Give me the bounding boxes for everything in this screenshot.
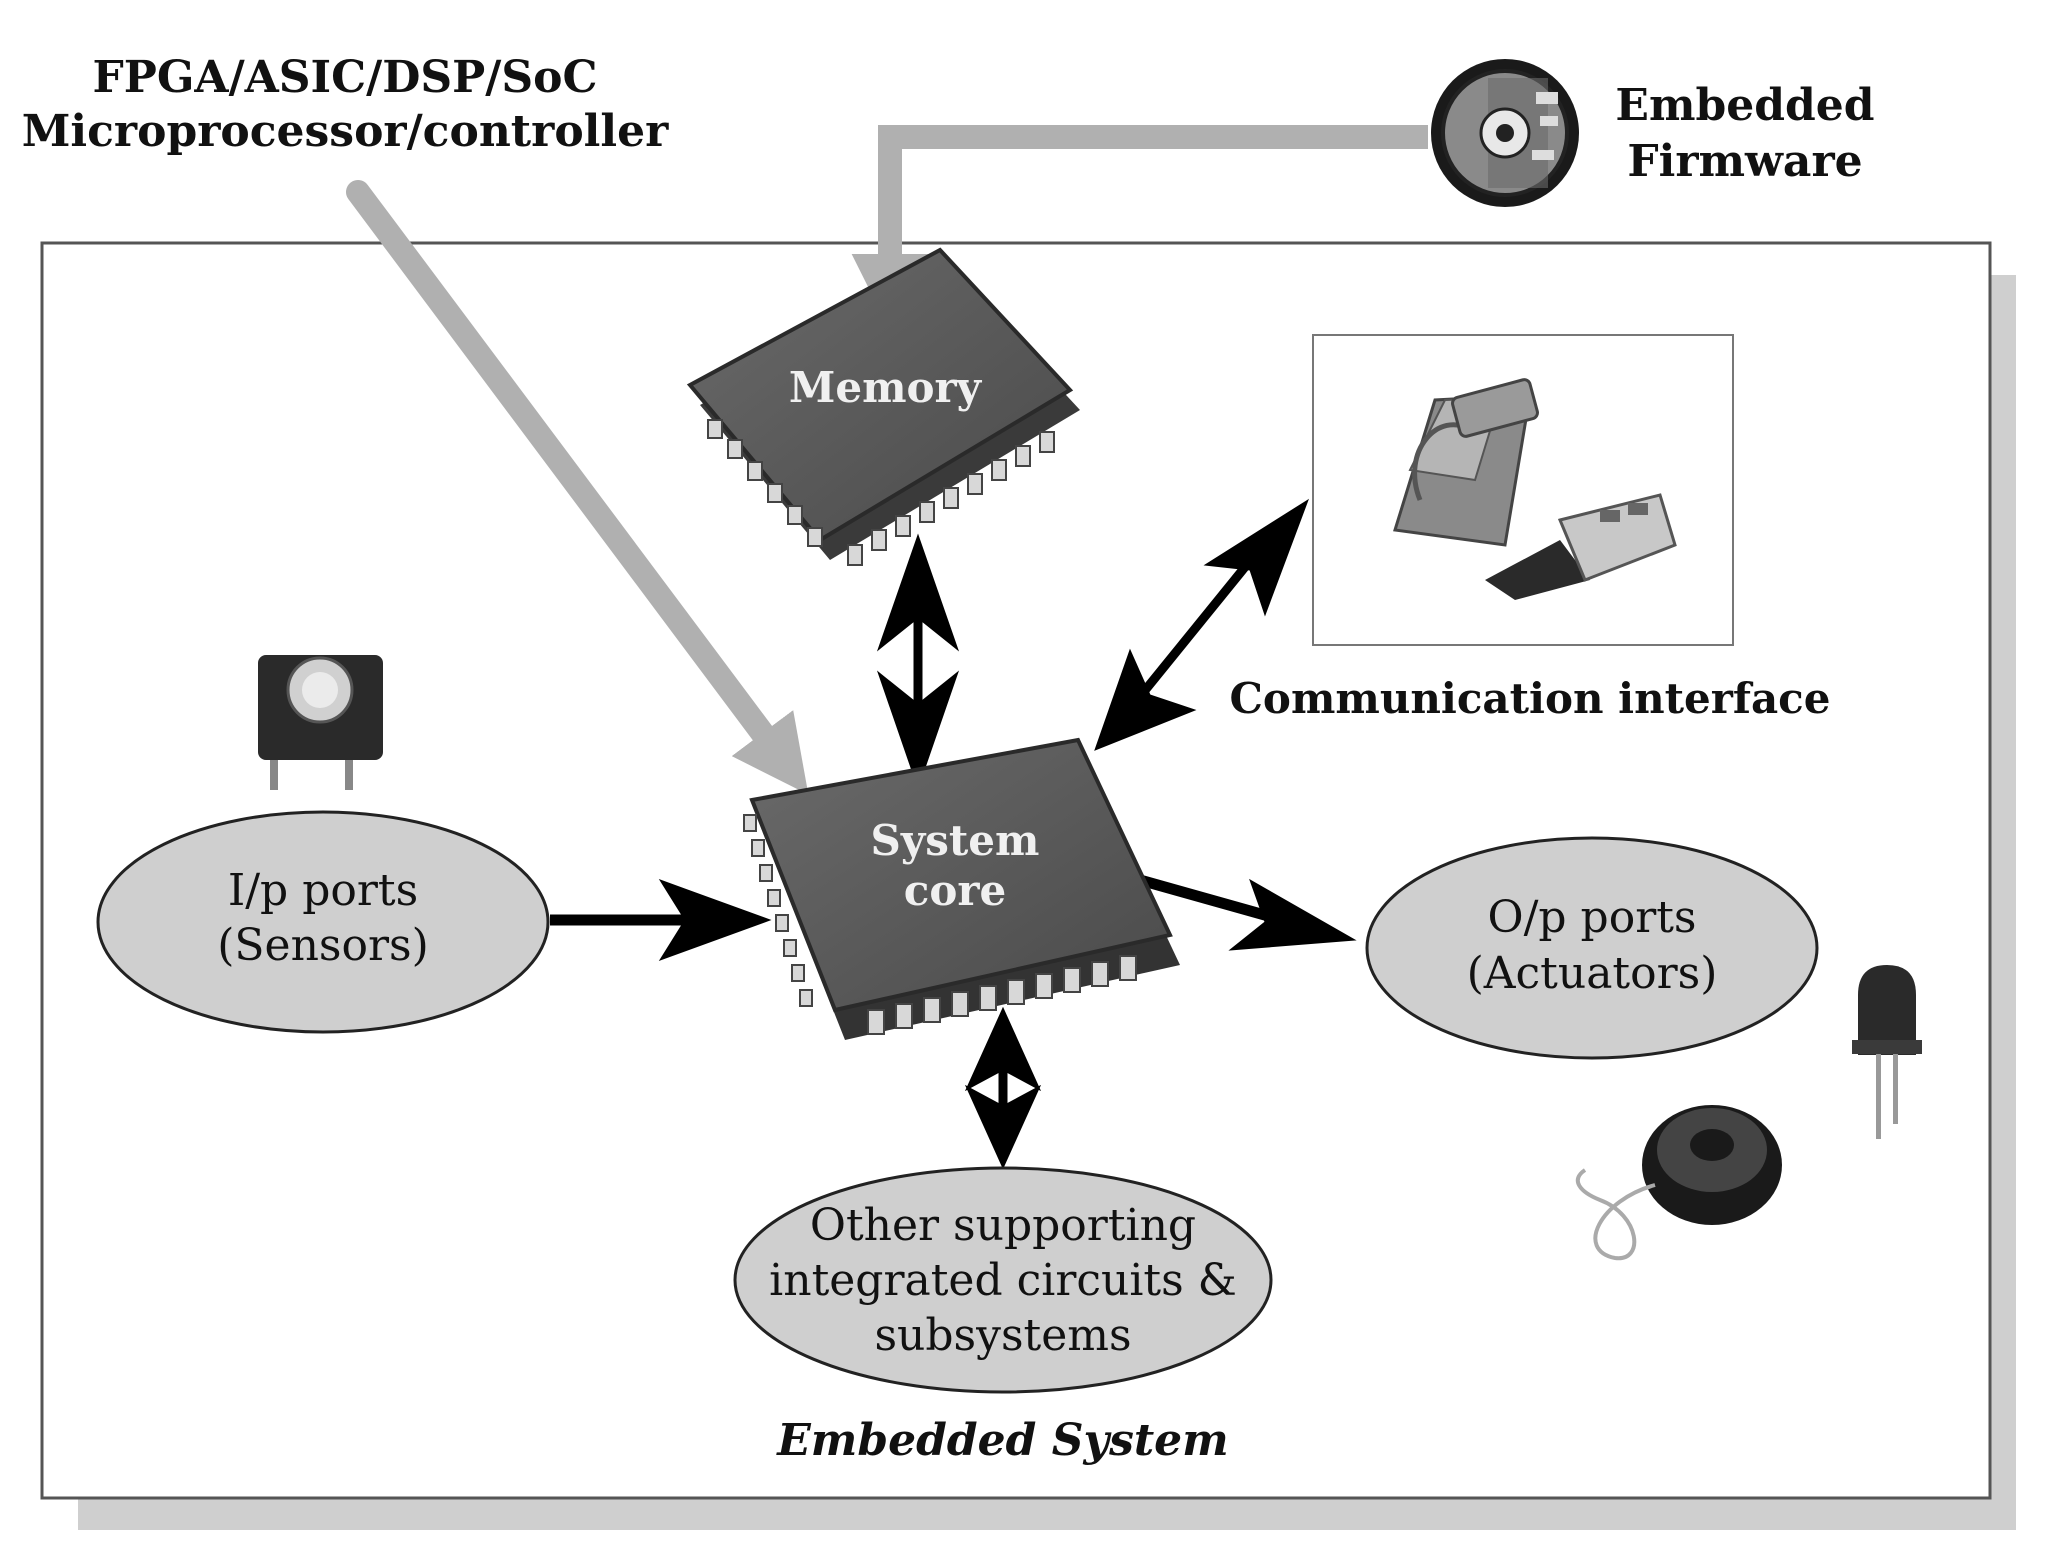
core-other-double-arrow: [964, 1006, 1042, 1170]
embedded-system-caption: Embedded System: [775, 1415, 1228, 1466]
memory-core-double-arrow: [876, 533, 960, 790]
firmware-label-line1: Embedded: [1615, 80, 1874, 131]
serial-connector-icon: [1393, 378, 1539, 547]
led-icon: [1852, 965, 1922, 1139]
system-core-label-line2: core: [904, 866, 1006, 915]
other-support-label-line2: integrated circuits &: [769, 1255, 1237, 1306]
memory-chip-icon: [686, 247, 1080, 566]
system-core-chip-icon: [743, 737, 1180, 1040]
memory-label: Memory: [789, 363, 983, 412]
firmware-disc-icon: [1431, 59, 1579, 207]
core-comm-double-arrow: [1094, 498, 1309, 751]
other-support-label-line3: subsystems: [874, 1310, 1131, 1361]
input-ports-label-line2: (Sensors): [217, 920, 429, 971]
ip-to-core-arrow: [550, 879, 772, 961]
push-button-sensor-icon: [258, 655, 383, 790]
firmware-to-memory-arrow: [851, 125, 1428, 331]
other-support-label-line1: Other supporting: [810, 1200, 1196, 1251]
other-support-ellipse: [733, 1166, 1273, 1394]
fpga-label-line2: Microprocessor/controller: [22, 106, 669, 157]
output-ports-label-line1: O/p ports: [1488, 892, 1697, 943]
input-ports-label-line1: I/p ports: [228, 865, 418, 916]
fpga-label-line1: FPGA/ASIC/DSP/SoC: [93, 52, 598, 103]
fpga-to-core-arrow: [346, 180, 809, 795]
firmware-label-line2: Firmware: [1627, 136, 1862, 187]
core-to-op-arrow: [1138, 874, 1357, 951]
comm-interface-label: Communication interface: [1230, 674, 1831, 723]
output-ports-ellipse: [1365, 836, 1819, 1060]
usb-plug-icon: [1485, 493, 1677, 600]
input-ports-ellipse: [96, 810, 550, 1034]
system-core-label-line1: System: [871, 816, 1040, 865]
output-ports-label-line2: (Actuators): [1467, 948, 1718, 999]
buzzer-icon: [1575, 1105, 1782, 1261]
